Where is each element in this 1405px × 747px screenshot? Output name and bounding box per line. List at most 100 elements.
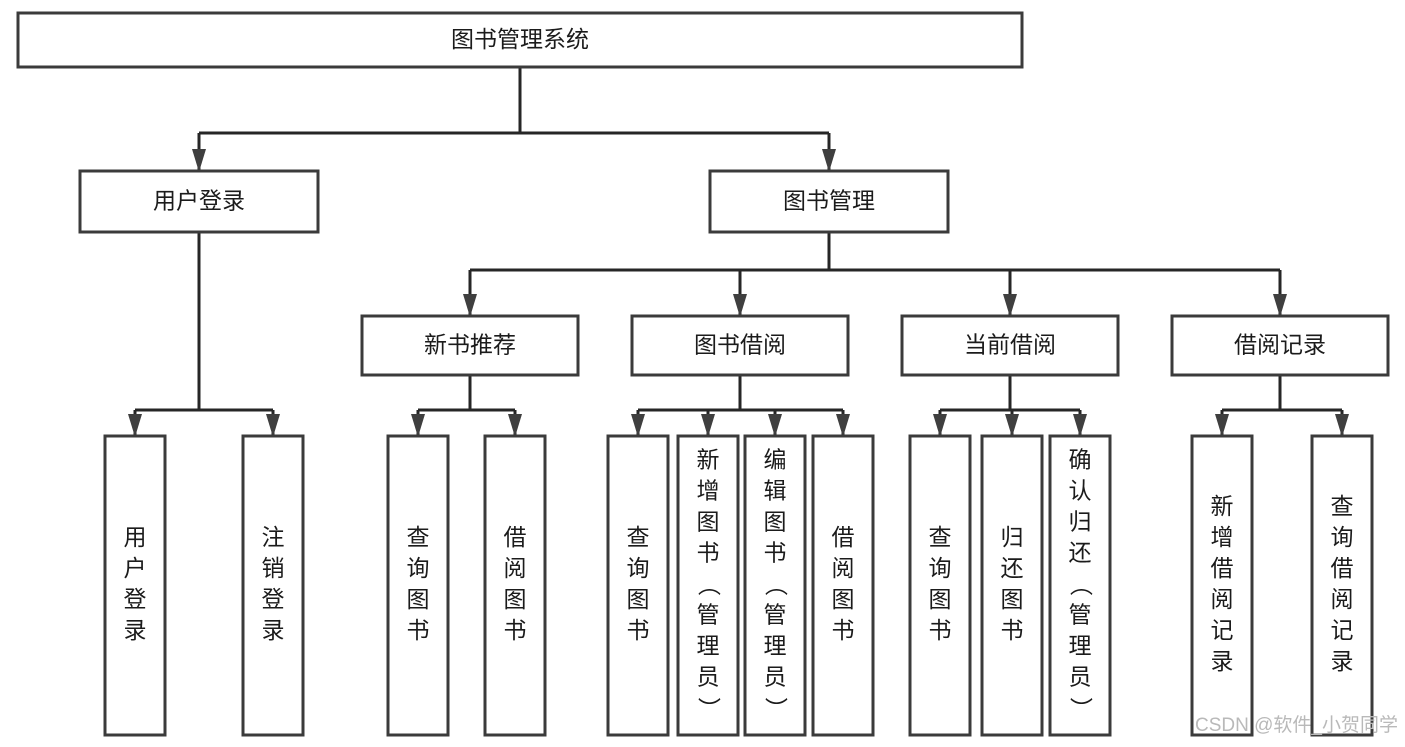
node-box-leaf-return-book [980, 434, 1044, 737]
node-label-char: 编 [764, 447, 787, 473]
node-new-book-recommend[interactable]: 新书推荐 [360, 314, 580, 377]
node-label-char: 理 [764, 633, 787, 659]
node-label-char: 书 [627, 617, 650, 643]
arrow-head-icon [1003, 294, 1017, 317]
node-label-char: 书 [929, 617, 952, 643]
node-label-char: 图 [697, 509, 720, 535]
node-label-char: 记 [1211, 617, 1234, 643]
node-label-char: 借 [1211, 555, 1234, 581]
node-label-char: 借 [832, 524, 855, 550]
node-book-borrow[interactable]: 图书借阅 [630, 314, 850, 377]
node-box-borrow-record [1170, 314, 1390, 377]
node-label-borrow-record: 借阅记录 [1234, 332, 1326, 358]
node-label-char: 辑 [764, 478, 787, 504]
node-box-book-manage [708, 169, 950, 234]
node-label-char: 阅 [832, 555, 855, 581]
node-label-char: 图 [407, 586, 430, 612]
arrow-head-icon [411, 414, 425, 437]
node-label-char: 录 [1211, 648, 1234, 674]
node-label-char: 询 [627, 555, 650, 581]
node-label-char: 图 [504, 586, 527, 612]
node-label-char: 询 [929, 555, 952, 581]
node-book-manage[interactable]: 图书管理 [708, 169, 950, 234]
arrow-head-icon [1073, 414, 1087, 437]
node-root[interactable]: 图书管理系统 [16, 11, 1024, 69]
node-label-char: 管 [764, 602, 787, 628]
arrow-head-icon [836, 414, 850, 437]
node-label-char: 录 [1331, 648, 1354, 674]
node-label-char: 登 [124, 586, 147, 612]
node-box-leaf-user-login [103, 434, 167, 737]
node-label-char: 记 [1331, 617, 1354, 643]
node-leaf-user-login[interactable]: 用户登录 [103, 434, 167, 737]
node-label-char: 书 [764, 540, 787, 566]
node-current-borrow[interactable]: 当前借阅 [900, 314, 1120, 377]
node-box-root [16, 11, 1024, 69]
arrow-head-icon [508, 414, 522, 437]
node-borrow-record[interactable]: 借阅记录 [1170, 314, 1390, 377]
node-label-char: 新 [1211, 493, 1234, 519]
node-label-char: 录 [124, 617, 147, 643]
arrow-head-icon [631, 414, 645, 437]
node-label-char: 新 [697, 447, 720, 473]
node-label-char: 管 [697, 602, 720, 628]
csdn-watermark: CSDN @软件_小贺同学 [1195, 714, 1398, 736]
node-label-char: 询 [407, 555, 430, 581]
node-box-book-borrow [630, 314, 850, 377]
node-label-char: 还 [1001, 555, 1024, 581]
arrow-head-icon [1335, 414, 1349, 437]
node-label-char: 归 [1001, 524, 1024, 550]
node-label-char: 阅 [1211, 586, 1234, 612]
node-label-char: 图 [832, 586, 855, 612]
arrow-head-icon [192, 149, 206, 172]
node-label-char: 登 [262, 586, 285, 612]
node-label-char: 管 [1069, 602, 1092, 628]
node-box-leaf-confirm-return-admin [1048, 434, 1112, 737]
node-label-char: ） [696, 697, 722, 720]
node-label-char: 归 [1069, 509, 1092, 535]
node-label-char: 书 [1001, 617, 1024, 643]
node-label-char: 增 [1211, 524, 1234, 550]
node-box-new-book-recommend [360, 314, 580, 377]
arrow-head-icon [933, 414, 947, 437]
arrow-head-icon [128, 414, 142, 437]
arrow-head-icon [733, 294, 747, 317]
node-label-root: 图书管理系统 [451, 26, 589, 52]
node-label-char: 书 [832, 617, 855, 643]
node-box-leaf-edit-book-admin [743, 434, 807, 737]
node-label-char: 注 [262, 524, 285, 550]
node-label-new-book-recommend: 新书推荐 [424, 332, 516, 358]
node-label-user-login: 用户登录 [153, 188, 245, 214]
arrow-head-icon [266, 414, 280, 437]
node-label-char: 图 [627, 586, 650, 612]
node-label-char: 图 [929, 586, 952, 612]
node-user-login[interactable]: 用户登录 [78, 169, 320, 234]
node-label-char: （ [696, 573, 722, 596]
node-label-book-manage: 图书管理 [783, 188, 875, 214]
node-label-char: 书 [407, 617, 430, 643]
arrow-head-icon [1005, 414, 1019, 437]
node-box-leaf-add-borrow-record [1190, 434, 1254, 737]
node-label-char: 认 [1069, 478, 1092, 504]
node-box-leaf-query-book-borrow [606, 434, 670, 737]
node-label-char: 员 [1069, 664, 1092, 690]
arrow-head-icon [768, 414, 782, 437]
node-label-char: 查 [627, 524, 650, 550]
node-label-current-borrow: 当前借阅 [964, 332, 1056, 358]
node-label-char: ） [763, 697, 789, 720]
arrow-head-icon [822, 149, 836, 172]
arrow-head-icon [1215, 414, 1229, 437]
